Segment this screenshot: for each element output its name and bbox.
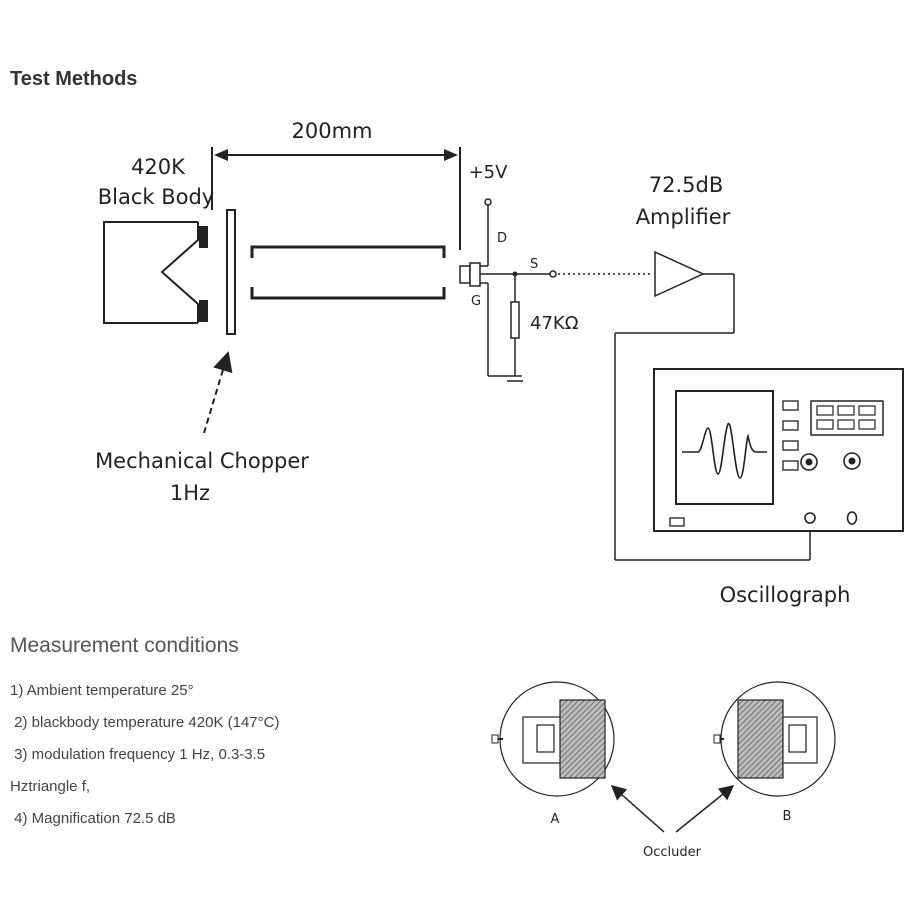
gate-label: G: [471, 294, 481, 309]
optical-tube: [250, 245, 446, 300]
condition-item: 2) blackbody temperature 420K (147°C): [10, 714, 280, 731]
amplifier-label: Amplifier: [636, 205, 731, 229]
occluder-view-a: A: [491, 681, 615, 827]
condition-item: 4) Magnification 72.5 dB: [10, 810, 176, 827]
occluder-a-label: A: [551, 812, 560, 827]
sensor-circuit: +5V D G 47KΩ S: [459, 162, 651, 382]
drain-label: D: [497, 231, 507, 246]
condition-item: 1) Ambient temperature 25°: [10, 682, 194, 699]
test-methods-title: Test Methods: [10, 68, 138, 90]
chopper-label: Mechanical Chopper: [95, 449, 309, 473]
condition-item: Hztriangle f,: [10, 778, 91, 795]
blackbody-label: Black Body: [98, 185, 215, 209]
supply-label: +5V: [469, 162, 509, 183]
occluder-view-b: B: [713, 681, 836, 824]
condition-item: 3) modulation frequency 1 Hz, 0.3-3.5: [10, 746, 266, 763]
distance-label: 200mm: [292, 119, 373, 143]
occluder-label: Occluder: [643, 845, 702, 860]
distance-dimension: 200mm: [211, 119, 461, 250]
amplifier-gain-label: 72.5dB: [649, 173, 724, 197]
mechanical-chopper: Mechanical Chopper 1Hz: [95, 209, 309, 505]
resistor-label: 47KΩ: [530, 313, 579, 334]
measurement-conditions-title: Measurement conditions: [10, 634, 239, 657]
amplifier: 72.5dB Amplifier: [614, 173, 811, 561]
source-label: S: [530, 257, 538, 272]
blackbody-temp-label: 420K: [131, 155, 186, 179]
occluder-diagram: A B Occluder: [491, 681, 836, 860]
occluder-b-label: B: [783, 809, 792, 824]
chopper-freq-label: 1Hz: [170, 481, 210, 505]
black-body: 420K Black Body: [98, 155, 215, 324]
oscillograph-label: Oscillograph: [720, 583, 851, 607]
oscillograph: Oscillograph: [653, 368, 904, 607]
